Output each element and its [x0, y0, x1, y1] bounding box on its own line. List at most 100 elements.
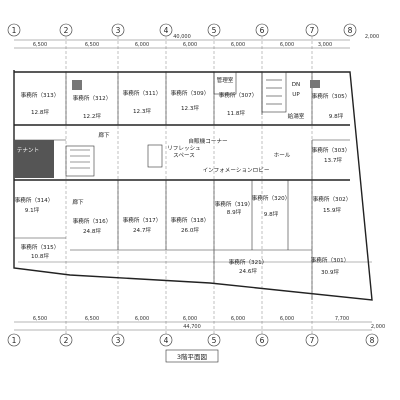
total-width-top: 40,000: [173, 34, 191, 40]
stair-left: [65, 145, 95, 177]
span-top-1: 6,500: [33, 42, 47, 48]
core-areas: [14, 71, 320, 178]
room-301-name: 事務所（301）: [311, 256, 350, 264]
room-305-area: 9.8坪: [329, 112, 344, 120]
room-319-name: 事務所（319）: [215, 200, 254, 208]
axis-4-top: 4: [159, 23, 173, 37]
refresh-label: リフレッシュ: [167, 145, 201, 152]
span-bottom-6: 6,000: [280, 316, 294, 322]
span-top-2: 6,500: [85, 42, 99, 48]
stair-right: [261, 71, 287, 113]
axis-3-bottom-label: 3: [116, 336, 121, 345]
corner-dim-bottom: 2,000: [371, 324, 385, 330]
span-bottom-5: 6,000: [231, 316, 245, 322]
mgmt-room-label: 管理室: [217, 76, 234, 84]
room-303-name: 事務所（303）: [312, 146, 351, 154]
axis-7-label: 7: [310, 26, 315, 35]
dimensions-bottom: 6,500 6,500 6,000 6,000 6,000 6,000 7,70…: [14, 316, 385, 331]
corridor-lower-label: 廊下: [72, 198, 84, 206]
room-305-name: 事務所（305）: [312, 92, 351, 100]
span-bottom-4: 6,000: [183, 316, 197, 322]
axis-5-label: 5: [212, 26, 217, 35]
room-316-area: 24.8坪: [83, 227, 101, 235]
span-top-7: 3,000: [318, 42, 332, 48]
axis-5-top: 5: [207, 23, 221, 37]
room-321-area: 24.6坪: [239, 267, 257, 275]
kitchen-label: 給湯室: [288, 112, 305, 120]
span-bottom-2: 6,500: [85, 316, 99, 322]
room-313-area: 12.8坪: [31, 108, 49, 116]
axis-2-bottom-label: 2: [64, 336, 69, 345]
span-bottom-1: 6,500: [33, 316, 47, 322]
span-top-5: 6,000: [231, 42, 245, 48]
room-320-area: 9.8坪: [264, 210, 279, 218]
room-313-name: 事務所（313）: [21, 91, 60, 99]
room-307-area: 11.8坪: [227, 109, 245, 117]
axis-1-top: 1: [7, 23, 21, 37]
axis-1-bottom-label: 1: [12, 336, 17, 345]
dimensions-top: 40,000 2,000 6,500 6,500 6,000 6,000 6,0…: [14, 34, 379, 49]
column-marker: [310, 80, 320, 88]
info-lobby-label: インフォメーションロビー: [203, 166, 270, 174]
axis-8-top: 8: [343, 23, 357, 37]
span-bottom-3: 6,000: [135, 316, 149, 322]
room-311-area: 12.3坪: [133, 107, 151, 115]
room-303-area: 13.7坪: [324, 156, 342, 164]
room-314-area: 9.1坪: [25, 206, 40, 214]
title-text: 3階平面図: [177, 352, 207, 361]
axis-1-label: 1: [12, 26, 17, 35]
room-309-area: 12.3坪: [181, 104, 199, 112]
room-315-name: 事務所（315）: [21, 243, 60, 251]
hall-label: ホール: [274, 152, 291, 159]
room-316-name: 事務所（316）: [73, 217, 112, 225]
axis-8-label: 8: [348, 26, 353, 35]
column-marker: [72, 80, 82, 90]
span-top-4: 6,000: [183, 42, 197, 48]
space-label: スペース: [173, 152, 195, 159]
room-315-area: 10.8坪: [31, 252, 49, 260]
axis-6-bottom-label: 6: [260, 336, 265, 345]
corner-dim-top: 2,000: [365, 34, 379, 40]
axis-6-top: 6: [255, 23, 269, 37]
axis-7-bottom-label: 7: [310, 336, 315, 345]
axis-6-label: 6: [260, 26, 265, 35]
total-width-bottom: 44,700: [183, 324, 201, 330]
axis-8-bottom-label: 8: [370, 336, 375, 345]
room-317-name: 事務所（317）: [123, 216, 162, 224]
toilet-block: [14, 140, 54, 178]
span-top-3: 6,000: [135, 42, 149, 48]
room-302-name: 事務所（302）: [313, 195, 352, 203]
stair-up-label: UP: [292, 92, 300, 98]
room-labels: 事務所（313） 12.8坪 事務所（312） 12.2坪 事務所（311） 1…: [15, 89, 352, 276]
room-318-name: 事務所（318）: [171, 216, 210, 224]
axis-7-top: 7: [305, 23, 319, 37]
axis-2-top: 2: [59, 23, 73, 37]
vending-corner-label: 自販機コーナー: [188, 137, 228, 145]
room-312-name: 事務所（312）: [73, 94, 112, 102]
mgmt-room: [213, 71, 237, 95]
room-309-name: 事務所（309）: [171, 89, 210, 97]
misc-labels: 廊下 廊下 ホール インフォメーションロビー リフレッシュ スペース 自販機コー…: [17, 76, 305, 206]
axis-4-bottom-label: 4: [164, 336, 169, 345]
room-314-name: 事務所（314）: [15, 196, 54, 204]
span-bottom-7: 7,700: [335, 316, 349, 322]
room-302-area: 15.9坪: [323, 206, 341, 214]
room-301-area: 30.9坪: [321, 268, 339, 276]
room-318-area: 26.0坪: [181, 226, 199, 234]
axis-3-label: 3: [116, 26, 121, 35]
axis-3-top: 3: [111, 23, 125, 37]
room-319-area: 8.9坪: [227, 208, 242, 216]
axis-5-bottom-label: 5: [212, 336, 217, 345]
room-312-area: 12.2坪: [83, 112, 101, 120]
stair-dn-label: DN: [292, 82, 301, 88]
toilet-label: テナント: [17, 147, 39, 154]
room-307-name: 事務所（307）: [219, 91, 258, 99]
axis-4-label: 4: [164, 26, 169, 35]
axis-2-label: 2: [64, 26, 69, 35]
span-top-6: 6,000: [280, 42, 294, 48]
corridor-upper-label: 廊下: [98, 131, 110, 139]
building-outline: [13, 70, 373, 301]
drawing-title: 3階平面図: [165, 349, 219, 363]
room-321-name: 事務所（321）: [229, 258, 268, 266]
